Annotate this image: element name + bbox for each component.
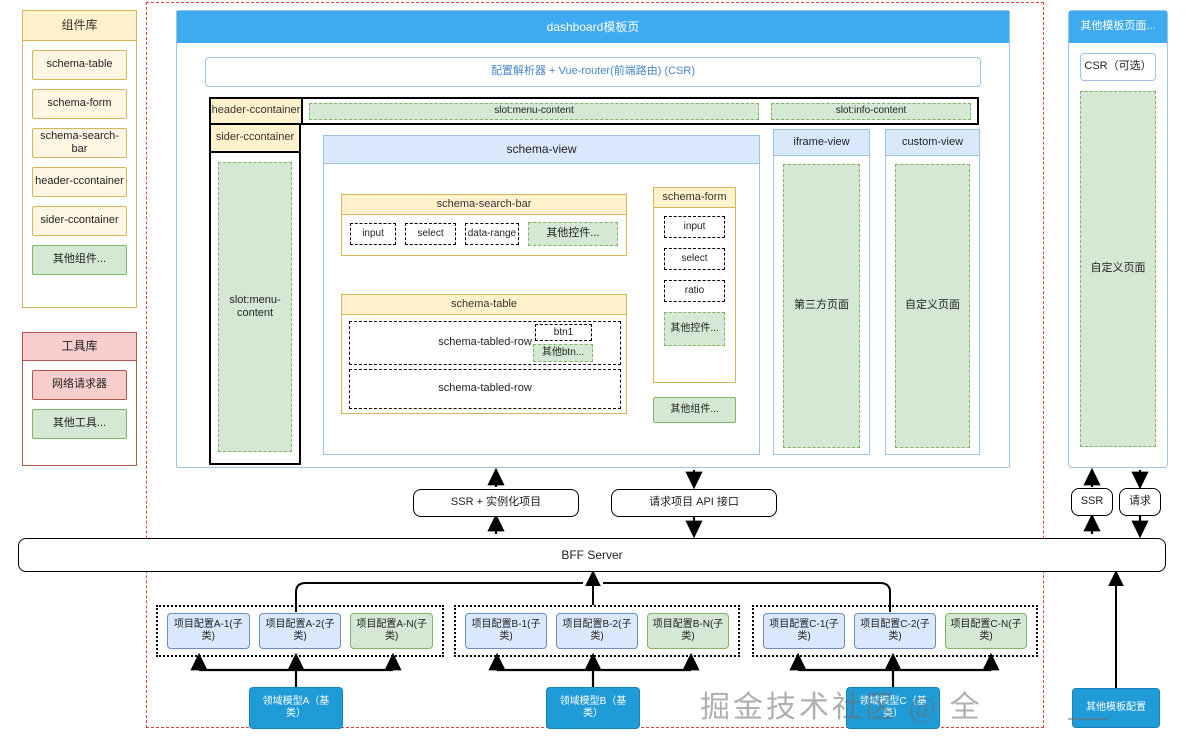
schema-form-title: schema-form: [654, 188, 735, 208]
bff-server-bar: BFF Server: [18, 538, 1166, 572]
project-config-b-2[interactable]: 项目配置B-2(子类): [556, 613, 638, 649]
ssr-instantiate-box[interactable]: SSR + 实例化项目: [413, 489, 579, 517]
project-config-c-n[interactable]: 项目配置C-N(子类): [945, 613, 1027, 649]
other-template-page: 其他模板页面... CSR（可选） 自定义页面: [1068, 10, 1168, 468]
slot-info-content: slot:info-content: [771, 102, 971, 120]
form-control-other[interactable]: 其他控件...: [664, 312, 725, 346]
schema-search-bar-panel: schema-search-bar input select data-rang…: [341, 194, 627, 256]
schema-search-bar-title: schema-search-bar: [342, 195, 626, 215]
other-template-title: 其他模板页面...: [1069, 11, 1167, 43]
search-control-select[interactable]: select: [405, 223, 457, 245]
form-control-ratio[interactable]: ratio: [664, 280, 725, 302]
component-library-title: 组件库: [23, 11, 136, 41]
header-ccontainer-row: header-ccontainer slot:menu-content slot…: [209, 97, 979, 125]
project-config-b-1[interactable]: 项目配置B-1(子类): [465, 613, 547, 649]
tool-library-panel: 工具库 网络请求器 其他工具...: [22, 332, 137, 466]
tool-item-network-requester[interactable]: 网络请求器: [32, 370, 127, 400]
project-config-c-1[interactable]: 项目配置C-1(子类): [763, 613, 845, 649]
sider-ccontainer-column: sider-ccontainer slot:menu-content: [209, 125, 301, 465]
schema-table-panel: schema-table schema-tabled-row btn1 其他bt…: [341, 294, 627, 414]
form-control-input[interactable]: input: [664, 216, 725, 238]
domain-model-a[interactable]: 领域模型A（基类）: [249, 687, 343, 729]
project-config-a-2[interactable]: 项目配置A-2(子类): [258, 613, 342, 649]
header-ccontainer-label[interactable]: header-ccontainer: [211, 99, 303, 123]
iframe-view-body: 第三方页面: [783, 164, 860, 448]
other-template-config[interactable]: 其他模板配置: [1072, 688, 1160, 728]
project-config-a-n[interactable]: 项目配置A-N(子类): [350, 613, 434, 649]
schema-form-other-component[interactable]: 其他组件...: [653, 397, 736, 423]
tool-item-other[interactable]: 其他工具...: [32, 409, 127, 439]
router-csr-bar: 配置解析器 + Vue-router(前端路由) (CSR): [205, 57, 981, 87]
search-control-other[interactable]: 其他控件...: [527, 222, 619, 246]
request-api-box[interactable]: 请求项目 API 接口: [611, 489, 777, 517]
component-item-other[interactable]: 其他组件...: [32, 245, 127, 275]
other-template-request-box[interactable]: 请求: [1119, 488, 1161, 516]
schema-view-title: schema-view: [324, 136, 759, 164]
project-config-a-1[interactable]: 项目配置A-1(子类): [167, 613, 250, 649]
component-item-header-ccontainer[interactable]: header-ccontainer: [32, 167, 127, 197]
search-control-input[interactable]: input: [350, 223, 397, 245]
watermark-text: 掘金技术社区 @ 全: [700, 691, 983, 724]
watermark-underline: [1068, 718, 1108, 720]
project-config-b-n[interactable]: 项目配置B-N(子类): [647, 613, 729, 649]
sider-ccontainer-label[interactable]: sider-ccontainer: [211, 125, 299, 153]
table-row-btn1[interactable]: btn1: [535, 324, 592, 341]
component-item-sider-ccontainer[interactable]: sider-ccontainer: [32, 206, 127, 236]
custom-view-panel: custom-view 自定义页面: [885, 129, 980, 455]
table-row-2[interactable]: schema-tabled-row: [349, 369, 621, 409]
custom-view-title: custom-view: [886, 130, 979, 156]
domain-model-b[interactable]: 领域模型B（基类）: [546, 687, 640, 729]
table-row-1[interactable]: schema-tabled-row btn1 其他btn...: [349, 321, 621, 365]
project-config-c-2[interactable]: 项目配置C-2(子类): [854, 613, 936, 649]
component-item-schema-form[interactable]: schema-form: [32, 89, 127, 119]
component-item-schema-table[interactable]: schema-table: [32, 50, 127, 80]
other-template-csr-box[interactable]: CSR（可选）: [1080, 53, 1156, 81]
project-group-c: 项目配置C-1(子类) 项目配置C-2(子类) 项目配置C-N(子类): [752, 605, 1038, 657]
schema-table-title: schema-table: [342, 295, 626, 315]
project-group-b: 项目配置B-1(子类) 项目配置B-2(子类) 项目配置B-N(子类): [454, 605, 740, 657]
search-control-data-range[interactable]: data-range: [465, 223, 519, 245]
schema-form-panel: schema-form input select ratio 其他控件...: [653, 187, 736, 383]
component-item-schema-search-bar[interactable]: schema-search-bar: [32, 128, 127, 158]
form-control-select[interactable]: select: [664, 248, 725, 270]
custom-view-body: 自定义页面: [895, 164, 970, 448]
iframe-view-panel: iframe-view 第三方页面: [773, 129, 870, 455]
other-template-ssr-box[interactable]: SSR: [1071, 488, 1113, 516]
table-row-1-label: schema-tabled-row: [438, 336, 532, 349]
tool-library-title: 工具库: [23, 333, 136, 361]
domain-model-c[interactable]: 领域模型C（基类）: [846, 687, 940, 729]
slot-menu-content-top: slot:menu-content: [309, 102, 759, 120]
other-template-body: 自定义页面: [1080, 91, 1156, 447]
dashboard-title-bar: dashboard模板页: [177, 11, 1009, 43]
component-library-panel: 组件库 schema-table schema-form schema-sear…: [22, 10, 137, 308]
dashboard-template-page: dashboard模板页 配置解析器 + Vue-router(前端路由) (C…: [176, 10, 1010, 468]
table-row-other-btn[interactable]: 其他btn...: [533, 344, 593, 362]
iframe-view-title: iframe-view: [774, 130, 869, 156]
project-group-a: 项目配置A-1(子类) 项目配置A-2(子类) 项目配置A-N(子类): [156, 605, 444, 657]
slot-menu-content-side: slot:menu-content: [218, 162, 292, 452]
